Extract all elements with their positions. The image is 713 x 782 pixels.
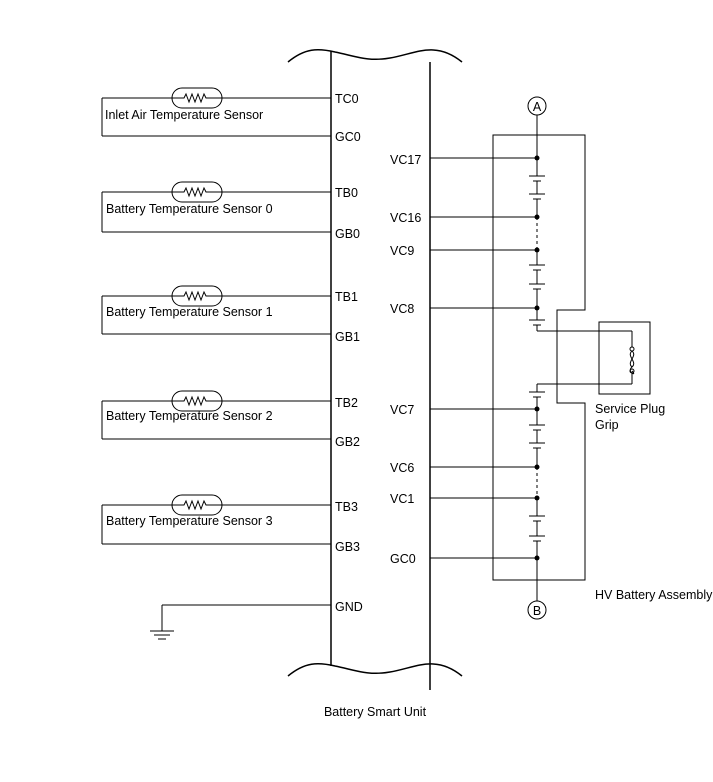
pin-label: TB0	[335, 186, 358, 200]
pin-label: VC6	[390, 461, 414, 475]
pin-label: TC0	[335, 92, 359, 106]
service-plug-label: Grip	[595, 418, 619, 432]
sensor-battery-1: Battery Temperature Sensor 1 TB1 GB1	[101, 285, 360, 344]
service-plug-label: Service Plug	[595, 402, 665, 416]
battery-stack-upper	[529, 158, 632, 332]
pin-label: GC0	[335, 130, 361, 144]
sensor-battery-2: Battery Temperature Sensor 2 TB2 GB2	[101, 390, 360, 449]
connector-b-label: B	[533, 604, 541, 618]
pin-label: TB2	[335, 396, 358, 410]
ground-connection: GND	[150, 600, 363, 640]
pin-label: VC8	[390, 302, 414, 316]
assembly-label: HV Battery Assembly	[595, 588, 713, 602]
service-plug: Service Plug Grip	[537, 321, 665, 432]
pin-label: TB3	[335, 500, 358, 514]
sensor-battery-0: Battery Temperature Sensor 0 TB0 GB0	[101, 181, 360, 241]
pin-label: VC9	[390, 244, 414, 258]
pin-label: VC16	[390, 211, 421, 225]
battery-smart-unit: Battery Smart Unit	[287, 48, 463, 719]
hv-battery-assembly: HV Battery Assembly	[492, 134, 713, 602]
sensor-label: Battery Temperature Sensor 2	[106, 409, 273, 423]
pin-label: GB1	[335, 330, 360, 344]
pin-label: GB0	[335, 227, 360, 241]
battery-stack-lower	[529, 384, 545, 558]
pin-label: GB3	[335, 540, 360, 554]
sensor-inlet-air: Inlet Air Temperature Sensor TC0 GC0	[101, 87, 361, 144]
connector-a-label: A	[533, 100, 542, 114]
pin-label: VC7	[390, 403, 414, 417]
connector-b: B	[527, 558, 547, 620]
pin-label: VC17	[390, 153, 421, 167]
unit-label: Battery Smart Unit	[324, 705, 427, 719]
connector-a: A	[527, 96, 547, 158]
pin-label: GC0	[390, 552, 416, 566]
sensor-label: Battery Temperature Sensor 0	[106, 202, 273, 216]
sensor-battery-3: Battery Temperature Sensor 3 TB3 GB3	[101, 494, 360, 554]
pin-label: TB1	[335, 290, 358, 304]
sensor-label: Inlet Air Temperature Sensor	[105, 108, 263, 122]
voltage-taps: VC17 VC16 VC9 VC8 VC7 VC6 VC1 GC0	[390, 153, 540, 566]
pin-label: GB2	[335, 435, 360, 449]
pin-label: GND	[335, 600, 363, 614]
sensor-label: Battery Temperature Sensor 1	[106, 305, 273, 319]
sensor-label: Battery Temperature Sensor 3	[106, 514, 273, 528]
pin-label: VC1	[390, 492, 414, 506]
